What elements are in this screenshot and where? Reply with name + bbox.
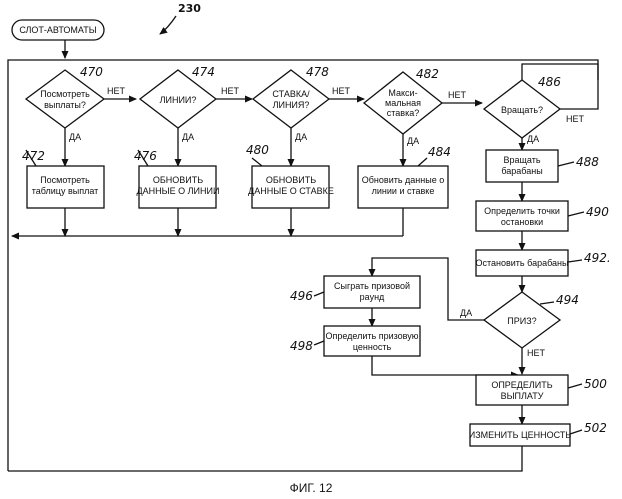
decision-470-line1: Посмотреть [40, 89, 90, 99]
no-label-470: НЕТ [107, 86, 126, 96]
leader-502 [570, 430, 582, 434]
process-480-line1: ОБНОВИТЬ [266, 175, 316, 185]
ref-492: 492. [584, 251, 611, 265]
process-500-line2: ВЫПЛАТУ [501, 391, 544, 401]
ref-470: 470 [80, 65, 103, 79]
leader-480 [252, 158, 262, 166]
no-label-494: НЕТ [527, 348, 546, 358]
ref-478: 478 [306, 65, 329, 79]
ref-500: 500 [584, 377, 607, 391]
ref-480: 480 [246, 143, 269, 157]
ref-482: 482 [416, 67, 439, 81]
no-label-486: НЕТ [566, 114, 585, 124]
leader-492 [568, 260, 582, 262]
yes-label-470: ДА [69, 132, 81, 142]
process-496-line2: раунд [360, 292, 385, 302]
process-480-line2: ДАННЫЕ О СТАВКЕ [248, 186, 334, 196]
ref-496: 496 [290, 289, 313, 303]
yes-label-478: ДА [295, 132, 307, 142]
no-label-482: НЕТ [448, 90, 467, 100]
yes-label-474: ДА [182, 132, 194, 142]
decision-486-line1: Вращать? [501, 105, 543, 115]
no-label-474: НЕТ [221, 86, 240, 96]
process-496-line1: Сыграть призовой [334, 281, 410, 291]
leader-484 [418, 158, 427, 166]
process-492-line1: Остановить барабаны [476, 258, 569, 268]
return-line-bottom [8, 446, 522, 471]
ref-490: 490 [586, 205, 609, 219]
process-476-line2: ДАННЫЕ О ЛИНИИ [137, 186, 220, 196]
ref-484: 484 [428, 145, 451, 159]
process-472-line2: таблицу выплат [32, 186, 99, 196]
process-498-line2: ценность [353, 342, 392, 352]
decision-482-line2: мальная [385, 98, 421, 108]
decision-474-line1: ЛИНИИ? [160, 95, 197, 105]
process-476-line1: ОБНОВИТЬ [153, 175, 203, 185]
process-498-line1: Определить призовую [325, 331, 418, 341]
yes-label-486: ДА [527, 134, 539, 144]
ref-502: 502 [584, 421, 607, 435]
decision-478-line1: СТАВКА/ [272, 89, 310, 99]
process-488-line2: барабаны [501, 166, 542, 176]
yes-label-482: ДА [407, 136, 419, 146]
ref-488: 488 [576, 155, 599, 169]
ref-486: 486 [538, 75, 561, 89]
ref-498: 498 [290, 339, 313, 353]
ref-474: 474 [192, 65, 215, 79]
process-484-line2: линии и ставке [372, 186, 435, 196]
process-502-line1: ИЗМЕНИТЬ ЦЕННОСТЬ [469, 430, 572, 440]
process-484-line1: Обновить данные о [362, 175, 444, 185]
process-490-line1: Определить точки [484, 206, 560, 216]
start-label: СЛОТ-АВТОМАТЫ [19, 25, 96, 35]
figure-pointer-arrow [160, 16, 176, 34]
leader-500 [568, 384, 582, 388]
decision-478-line2: ЛИНИЯ? [273, 100, 310, 110]
process-472-line1: Посмотреть [40, 175, 90, 185]
figure-caption: ФИГ. 12 [290, 481, 333, 495]
leader-488 [558, 162, 574, 166]
process-490-line2: остановки [501, 217, 543, 227]
figure-number: 230 [178, 2, 201, 15]
process-500-line1: ОПРЕДЕЛИТЬ [491, 380, 552, 390]
decision-482-line1: Макси- [388, 88, 417, 98]
leader-496 [314, 292, 324, 296]
leader-498 [314, 341, 324, 345]
decision-494-line1: ПРИЗ? [507, 316, 536, 326]
leader-494 [540, 302, 554, 304]
ref-476: 476 [134, 149, 157, 163]
decision-482-line3: ставка? [387, 108, 419, 118]
leader-490 [568, 212, 584, 216]
decision-470-line2: выплаты? [44, 100, 86, 110]
process-488-line1: Вращать [503, 155, 540, 165]
flow-498-out [372, 356, 518, 375]
ref-494: 494 [556, 293, 579, 307]
yes-label-494: ДА [460, 308, 472, 318]
no-label-478: НЕТ [332, 86, 351, 96]
